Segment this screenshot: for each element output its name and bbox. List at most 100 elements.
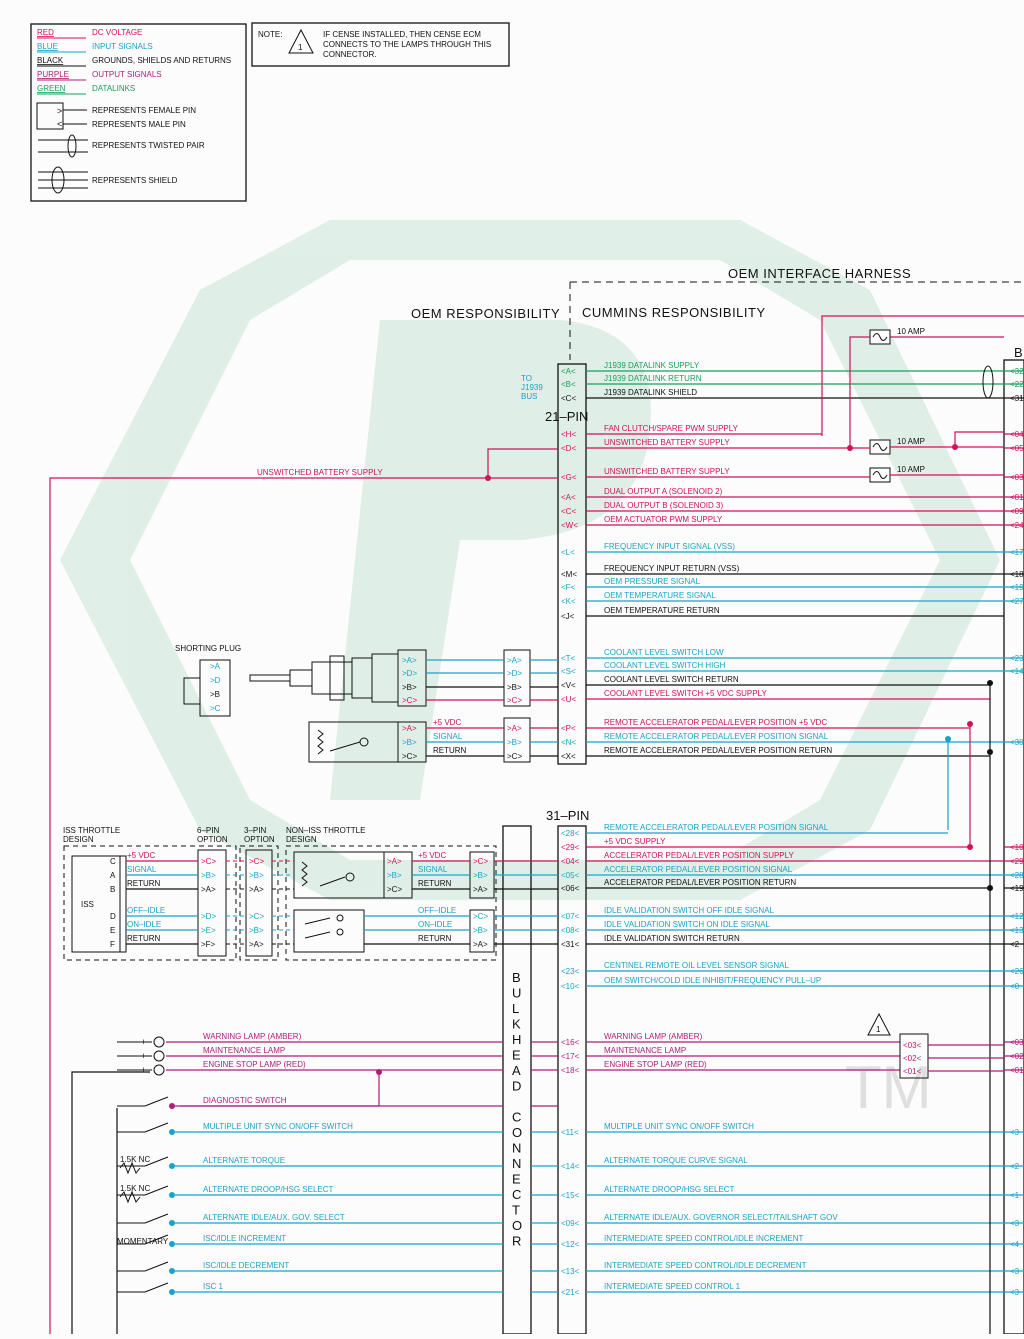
- coolant-mid-pin: >D>: [507, 669, 522, 678]
- pin-label: <08<: [561, 926, 580, 935]
- pin-label: <A<: [561, 367, 576, 376]
- iss-wire-label: OFF–IDLE: [127, 906, 165, 915]
- accel-mid-pin: >C>: [507, 752, 522, 761]
- six-pin-pin: >D>: [201, 912, 216, 921]
- three-pin-pin: >A>: [249, 885, 264, 894]
- bulkhead-throttle-pin: >C>: [473, 912, 488, 921]
- wire-label: OEM PRESSURE SIGNAL: [604, 577, 701, 586]
- accel-wire-label: SIGNAL: [433, 732, 463, 741]
- non-iss-wire-label: RETURN: [418, 879, 452, 888]
- bulkhead-throttle-pin: >A>: [473, 940, 488, 949]
- coolant-mid-pin: >C>: [507, 696, 522, 705]
- legend-desc-green: DATALINKS: [92, 84, 135, 93]
- wire-label: COOLANT LEVEL SWITCH LOW: [604, 648, 724, 657]
- resistor-icon: [119, 1190, 141, 1204]
- note-line-1: IF CENSE INSTALLED, THEN CENSE ECM: [323, 30, 481, 39]
- resistor-label: 1.5K NC: [120, 1184, 150, 1193]
- shorting-plug-label: SHORTING PLUG: [175, 644, 241, 653]
- wire-label: MULTIPLE UNIT SYNC ON/OFF SWITCH: [604, 1122, 754, 1131]
- pin-label: <21<: [561, 1288, 580, 1297]
- bulkhead-throttle-pin: >B>: [473, 871, 488, 880]
- six-pin-2: OPTION: [197, 835, 228, 844]
- non-iss-pin: >B>: [387, 871, 402, 880]
- pin-label: <B<: [561, 380, 576, 389]
- non-iss-wire-label: OFF–IDLE: [418, 906, 456, 915]
- bulkhead-letter: C: [512, 1187, 521, 1202]
- iss-wire-label: ON–IDLE: [127, 920, 161, 929]
- switch-icon: [144, 1213, 169, 1224]
- legend-desc-blue: INPUT SIGNALS: [92, 42, 153, 51]
- pin-label: <31<: [561, 940, 580, 949]
- non-iss-wire-label: +5 VDC: [418, 851, 446, 860]
- bulkhead-letter: B: [512, 970, 521, 985]
- wire-label: ALTERNATE TORQUE CURVE SIGNAL: [604, 1156, 748, 1165]
- switch-contact: [169, 1103, 175, 1109]
- switch-contact: [169, 1268, 175, 1274]
- wire-label: J1939 DATALINK SUPPLY: [604, 361, 700, 370]
- resistor-icon: [119, 1161, 141, 1175]
- wire-label: DUAL OUTPUT B (SOLENOID 3): [604, 501, 723, 510]
- cense-lamp-connector: [899, 1033, 929, 1079]
- ecm-pin-label: <18: [1010, 570, 1024, 579]
- bulkhead-letter: O: [512, 1125, 522, 1140]
- pin-label: <N<: [561, 738, 576, 747]
- switch-contact: [169, 1163, 175, 1169]
- wire-label: OEM TEMPERATURE RETURN: [604, 606, 720, 615]
- wire-label: COOLANT LEVEL SWITCH +5 VDC SUPPLY: [604, 689, 767, 698]
- iss-wire-label: RETURN: [127, 879, 161, 888]
- bulkhead-letter: L: [512, 1001, 519, 1016]
- bulkhead-letter: C: [512, 1110, 521, 1125]
- shield-icon: [38, 166, 88, 194]
- iss-pin-letter: F: [110, 940, 115, 949]
- fuse-1-label: 10 AMP: [897, 327, 925, 336]
- iss-pin-letter: D: [110, 912, 116, 921]
- ecm-pin-label: <23: [1010, 654, 1024, 663]
- switch-label: MAINTENANCE LAMP: [203, 1046, 285, 1055]
- switch-label: ISC/IDLE INCREMENT: [203, 1234, 286, 1243]
- pin-label: <H<: [561, 430, 576, 439]
- iss-wire-label: +5 VDC: [127, 851, 155, 860]
- pin-label: <17<: [561, 1052, 580, 1061]
- six-pin-pin: >E>: [201, 926, 216, 935]
- unswitched-battery-left-label: UNSWITCHED BATTERY SUPPLY: [257, 468, 383, 477]
- pin-label: <T<: [561, 654, 576, 663]
- three-pin-pin: >C>: [249, 912, 264, 921]
- pin-label: <K<: [561, 597, 576, 606]
- wire-label: IDLE VALIDATION SWITCH OFF IDLE SIGNAL: [604, 906, 775, 915]
- wire-label: REMOTE ACCELERATOR PEDAL/LEVER POSITION …: [604, 732, 829, 741]
- non-iss-2: DESIGN: [286, 835, 317, 844]
- fuse-3-label: 10 AMP: [897, 465, 925, 474]
- iss-pin-letter: E: [110, 926, 115, 935]
- coolant-mid-pin: >B>: [507, 683, 522, 692]
- ecm-pin-label: <04: [1010, 430, 1024, 439]
- switch-icon: [144, 1234, 169, 1245]
- legend-male-pin: REPRESENTS MALE PIN: [92, 120, 186, 129]
- pin-label: <18<: [561, 1066, 580, 1075]
- iss-wire-label: RETURN: [127, 934, 161, 943]
- pin-label: <F<: [561, 583, 576, 592]
- momentary-label: MOMENTARY: [117, 1237, 169, 1246]
- pin-label: <10<: [561, 982, 580, 991]
- shorting-plug-pin: >B: [210, 690, 220, 699]
- legend-desc-purple: OUTPUT SIGNALS: [92, 70, 162, 79]
- six-pin-pin: >F>: [201, 940, 216, 949]
- accel-mid-connector: [503, 717, 531, 763]
- wire-label: COOLANT LEVEL SWITCH RETURN: [604, 675, 739, 684]
- six-pin-pin: >B>: [201, 871, 216, 880]
- switch-icon: [144, 1282, 169, 1293]
- non-iss-wire-label: SIGNAL: [418, 865, 448, 874]
- watermark-logo: [60, 220, 1000, 900]
- pin-label: <07<: [561, 912, 580, 921]
- coolant-sensor-pin: >B>: [402, 683, 417, 692]
- non-iss-pin: >C>: [387, 885, 402, 894]
- warning-triangle-icon: [288, 28, 314, 54]
- pin-label: <11<: [561, 1128, 579, 1137]
- pin21-title: 21–PIN: [545, 409, 588, 424]
- ecm-pin-label: <28: [1010, 871, 1024, 880]
- note-label: NOTE:: [258, 30, 282, 39]
- wire-label: CENTINEL REMOTE OIL LEVEL SENSOR SIGNAL: [604, 961, 789, 970]
- legend-key-red: RED: [37, 28, 54, 37]
- pin-label: <X<: [561, 752, 576, 761]
- switch-contact: [169, 1241, 175, 1247]
- pin-label: <P<: [561, 724, 576, 733]
